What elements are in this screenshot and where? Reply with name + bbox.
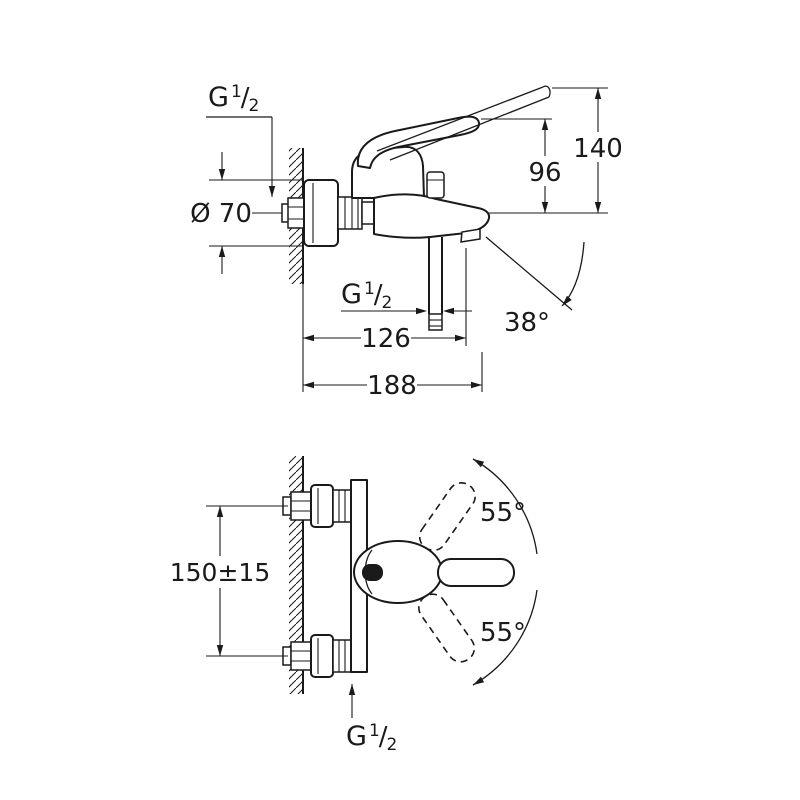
lever-raised-outline xyxy=(376,85,551,161)
dim-188-label: 188 xyxy=(367,371,417,401)
dim-150-label: 150±15 xyxy=(170,558,270,587)
lower-connection xyxy=(282,634,352,678)
lever-handle-plan xyxy=(437,558,515,587)
spout-body xyxy=(373,193,491,239)
shower-hose-outlet xyxy=(428,237,443,331)
handle-swing-upper-outline xyxy=(418,482,476,552)
faucet-plan-view xyxy=(282,479,515,678)
diverter-knob xyxy=(426,171,445,199)
aerator xyxy=(460,228,481,243)
dim-diameter-label: Ø 70 xyxy=(190,199,252,229)
angle-55-lower-label: 55° xyxy=(480,618,526,648)
angle-38-label: 38° xyxy=(504,308,550,338)
lever-handle-side xyxy=(356,115,481,169)
upper-connection xyxy=(282,484,352,528)
dim-126-label: 126 xyxy=(361,324,411,354)
handle-swing-lower-outline xyxy=(418,593,476,663)
lever-slot xyxy=(362,564,383,581)
dim-140-label: 140 xyxy=(573,134,623,164)
dim-96-label: 96 xyxy=(528,158,561,188)
faucet-side-view xyxy=(281,85,551,331)
angle-55-upper-label: 55° xyxy=(480,498,526,528)
